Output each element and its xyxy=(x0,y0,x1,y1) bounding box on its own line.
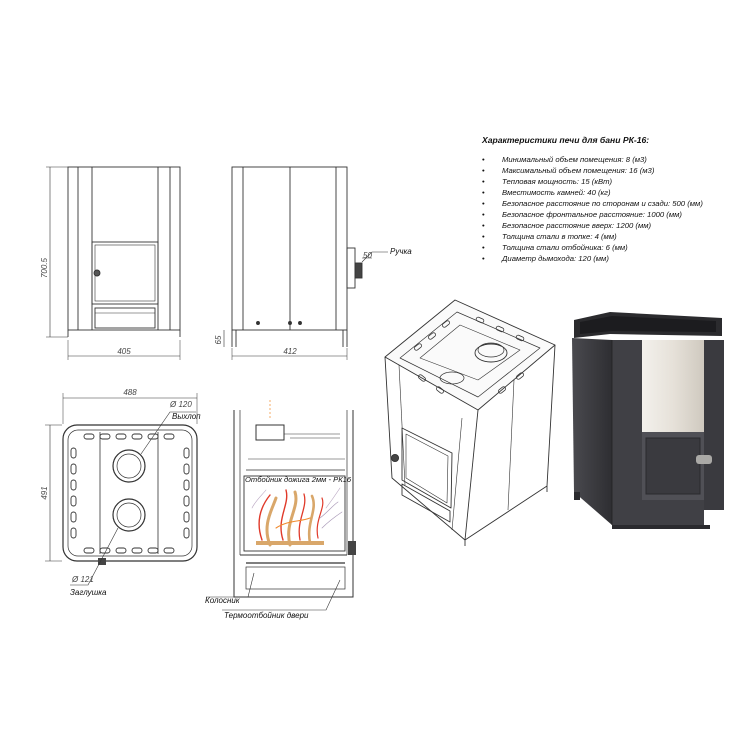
side-view xyxy=(223,166,388,360)
render-light-panel xyxy=(642,340,704,432)
dim-handle-offset: 50 xyxy=(363,251,372,260)
spec-item: Минимальный объем помещения: 8 (м3) xyxy=(482,154,742,165)
dim-height: 700.5 xyxy=(40,257,49,278)
specs-list: Минимальный объем помещения: 8 (м3) Макс… xyxy=(482,154,742,265)
render-firebox-door xyxy=(645,437,701,495)
top-outline xyxy=(62,424,198,562)
label-door-deflector: Термоотбойник двери xyxy=(224,611,309,620)
section-view xyxy=(206,400,356,611)
plug-hole xyxy=(112,498,146,532)
door-handle-knob xyxy=(93,269,101,277)
render-left-side xyxy=(572,338,612,525)
label-handle: Ручка xyxy=(390,247,412,256)
spec-item: Диаметр дымохода: 120 (мм) xyxy=(482,253,742,264)
spec-item: Вместимость камней: 40 (кг) xyxy=(482,187,742,198)
spec-item: Толщина стали отбойника: 6 (мм) xyxy=(482,242,742,253)
spec-item: Безопасное расстояние по сторонам и сзад… xyxy=(482,198,742,209)
spec-item: Тепловая мощность: 15 (кВт) xyxy=(482,176,742,187)
spec-item: Безопасное расстояние вверх: 1200 (мм) xyxy=(482,220,742,231)
product-render xyxy=(572,312,724,529)
dim-outlet-diam: Ø 120 xyxy=(169,400,192,409)
ash-pan xyxy=(245,566,346,590)
dim-side-width: 412 xyxy=(283,347,297,356)
specs-title: Характеристики печи для бани РК-16: xyxy=(482,135,650,145)
top-view xyxy=(45,393,198,586)
spec-item: Толщина стали в топке: 4 (мм) xyxy=(482,231,742,242)
front-body-outline xyxy=(67,166,181,331)
specs-panel: Характеристики печи для бани РК-16: Мини… xyxy=(482,135,742,265)
isometric-drawing xyxy=(384,299,556,546)
render-door-handle xyxy=(696,455,712,464)
dim-top-width: 488 xyxy=(123,388,137,397)
spec-item: Безопасное фронтальное расстояние: 1000 … xyxy=(482,209,742,220)
combustion-chamber xyxy=(243,475,346,552)
label-grate: Колосник xyxy=(205,596,241,605)
spec-item: Максимальный объем помещения: 16 (м3) xyxy=(482,165,742,176)
side-handle xyxy=(354,262,363,279)
dim-top-depth: 491 xyxy=(40,486,49,499)
top-vent-slots xyxy=(70,433,190,554)
dim-leg-height: 65 xyxy=(214,335,223,344)
iso-flue-collar xyxy=(474,343,508,363)
iso-firebox-door xyxy=(401,427,453,509)
label-outlet: Выхлоп xyxy=(172,412,201,421)
label-deflector: Отбойник дожига 2мм - РК16 xyxy=(245,475,352,484)
dim-plug-diam: Ø 121 xyxy=(71,575,94,584)
dim-front-width: 405 xyxy=(117,347,131,356)
front-view xyxy=(46,166,181,360)
flames-illustration xyxy=(251,487,343,547)
ash-drawer xyxy=(94,307,156,329)
section-outlet-pipe xyxy=(255,424,285,441)
label-plug: Заглушка xyxy=(70,588,107,597)
side-body-outline xyxy=(231,166,348,331)
outlet-hole xyxy=(112,449,146,483)
front-firebox-door xyxy=(91,241,159,305)
